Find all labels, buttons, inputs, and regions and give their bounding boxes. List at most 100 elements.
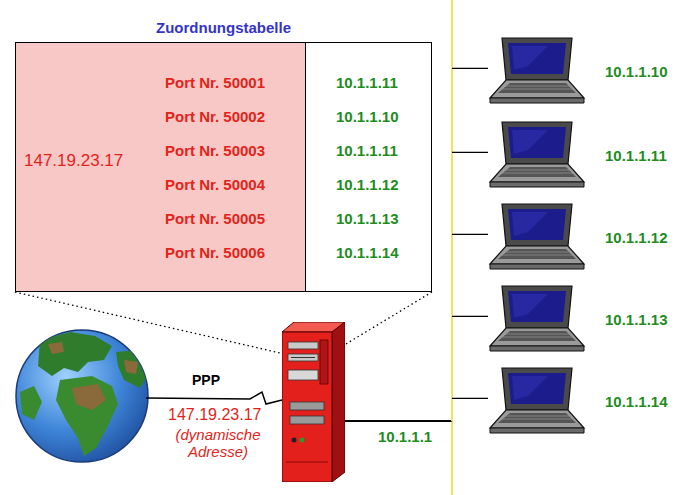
network-bus	[451, 398, 453, 421]
wire	[345, 421, 452, 422]
table-cell: Port Nr. 50004	[165, 176, 265, 193]
laptop-drawing-part	[490, 98, 584, 103]
table-cell: 10.1.1.12	[336, 176, 399, 193]
laptop-drawing	[488, 36, 588, 108]
laptop-drawing-part	[490, 80, 584, 98]
globe-part-part	[38, 332, 112, 376]
router-drawing-part	[300, 438, 305, 443]
laptop-drawing	[488, 120, 588, 192]
router-drawing	[282, 322, 345, 482]
laptop: 10.1.1.10	[488, 36, 678, 108]
ip-address: 10.1.1.1	[378, 428, 432, 445]
laptop-drawing-part	[512, 46, 548, 70]
public-ip: 147.19.23.17	[24, 151, 123, 171]
ip-address: 10.1.1.13	[605, 311, 668, 328]
zoom-line	[340, 292, 432, 348]
laptop-drawing-part	[501, 337, 574, 338]
table-cell: Port Nr. 50006	[165, 244, 265, 261]
table-cell: Port Nr. 50001	[165, 74, 265, 91]
table-cell: Port Nr. 50003	[165, 142, 265, 159]
router-drawing-part	[286, 462, 328, 463]
laptop-drawing-part	[504, 416, 572, 417]
router-drawing-part	[290, 402, 324, 410]
globe-part-part	[72, 384, 106, 410]
laptop-drawing-part	[504, 252, 572, 253]
laptop-drawing	[488, 284, 588, 356]
table-cell: Port Nr. 50002	[165, 108, 265, 125]
laptop-drawing-part	[508, 291, 566, 322]
link-label: PPP	[192, 372, 220, 388]
public-ip: 147.19.23.17	[168, 406, 261, 424]
laptop-drawing-part	[501, 89, 574, 90]
table-cell: 10.1.1.13	[336, 210, 399, 227]
laptop-drawing-part	[504, 170, 572, 171]
router-drawing-part	[291, 357, 315, 358]
laptop-drawing-part	[504, 86, 572, 87]
wire	[345, 421, 452, 422]
globe-part-part	[48, 342, 64, 354]
laptop: 10.1.1.14	[488, 366, 678, 438]
table-cell: Port Nr. 50005	[165, 210, 265, 227]
laptop-drawing-part	[490, 428, 584, 433]
wire	[452, 316, 488, 317]
laptop: 10.1.1.11	[488, 120, 678, 192]
connector	[340, 292, 432, 348]
ip-address: 10.1.1.10	[605, 63, 668, 80]
network-bus	[451, 68, 453, 421]
table-cell: 10.1.1.10	[336, 108, 399, 125]
laptop-drawing	[488, 202, 588, 274]
network-bus	[451, 152, 453, 421]
table-title: Zuordnungstabelle	[16, 19, 431, 36]
laptop-drawing-part	[508, 209, 566, 240]
router-drawing-part	[288, 354, 318, 361]
laptop-drawing-part	[508, 127, 566, 158]
laptop: 10.1.1.13	[488, 284, 678, 356]
table-cell: 10.1.1.14	[336, 244, 399, 261]
table-cell: 10.1.1.11	[336, 74, 398, 91]
laptop-drawing-part	[490, 164, 584, 182]
globe-part-part	[116, 350, 150, 388]
globe	[16, 330, 150, 462]
connector	[15, 292, 285, 354]
wire	[452, 398, 488, 399]
laptop-drawing-part	[502, 286, 572, 328]
laptop-drawing-part	[498, 331, 576, 341]
ip-address: 10.1.1.12	[605, 229, 668, 246]
laptop-drawing-part	[501, 255, 574, 256]
laptop-drawing-part	[512, 376, 548, 400]
laptop-drawing-part	[512, 294, 548, 318]
network-bus	[451, 234, 453, 421]
wire	[345, 421, 452, 422]
wire	[452, 68, 488, 69]
zoom-line	[15, 292, 285, 354]
laptop-drawing-part	[498, 413, 576, 423]
laptop-drawing-part	[490, 246, 584, 264]
connector	[345, 398, 488, 421]
laptop-drawing-part	[502, 368, 572, 410]
laptop-drawing-part	[501, 419, 574, 420]
ppp-link	[146, 392, 282, 404]
ip-address: 10.1.1.14	[605, 393, 668, 410]
router-drawing-part	[292, 438, 297, 443]
wire	[452, 152, 488, 153]
laptop-drawing-part	[512, 130, 548, 154]
laptop-drawing-part	[490, 328, 584, 346]
laptop-drawing-part	[512, 212, 548, 236]
network-bus	[451, 0, 453, 495]
laptop-drawing-part	[502, 38, 572, 80]
globe-part-part	[56, 376, 118, 456]
router-drawing-part	[288, 370, 318, 380]
wire	[345, 421, 452, 422]
router-drawing-part	[290, 416, 324, 424]
laptop-drawing-part	[490, 264, 584, 269]
laptop-drawing-part	[501, 173, 574, 174]
laptop-drawing-part	[498, 167, 576, 177]
laptop-drawing-part	[490, 410, 584, 428]
laptop-drawing-part	[508, 373, 566, 404]
laptop-drawing-part	[502, 122, 572, 164]
laptop-drawing-part	[490, 182, 584, 187]
laptop-drawing-part	[508, 43, 566, 74]
network-bus	[451, 316, 453, 421]
